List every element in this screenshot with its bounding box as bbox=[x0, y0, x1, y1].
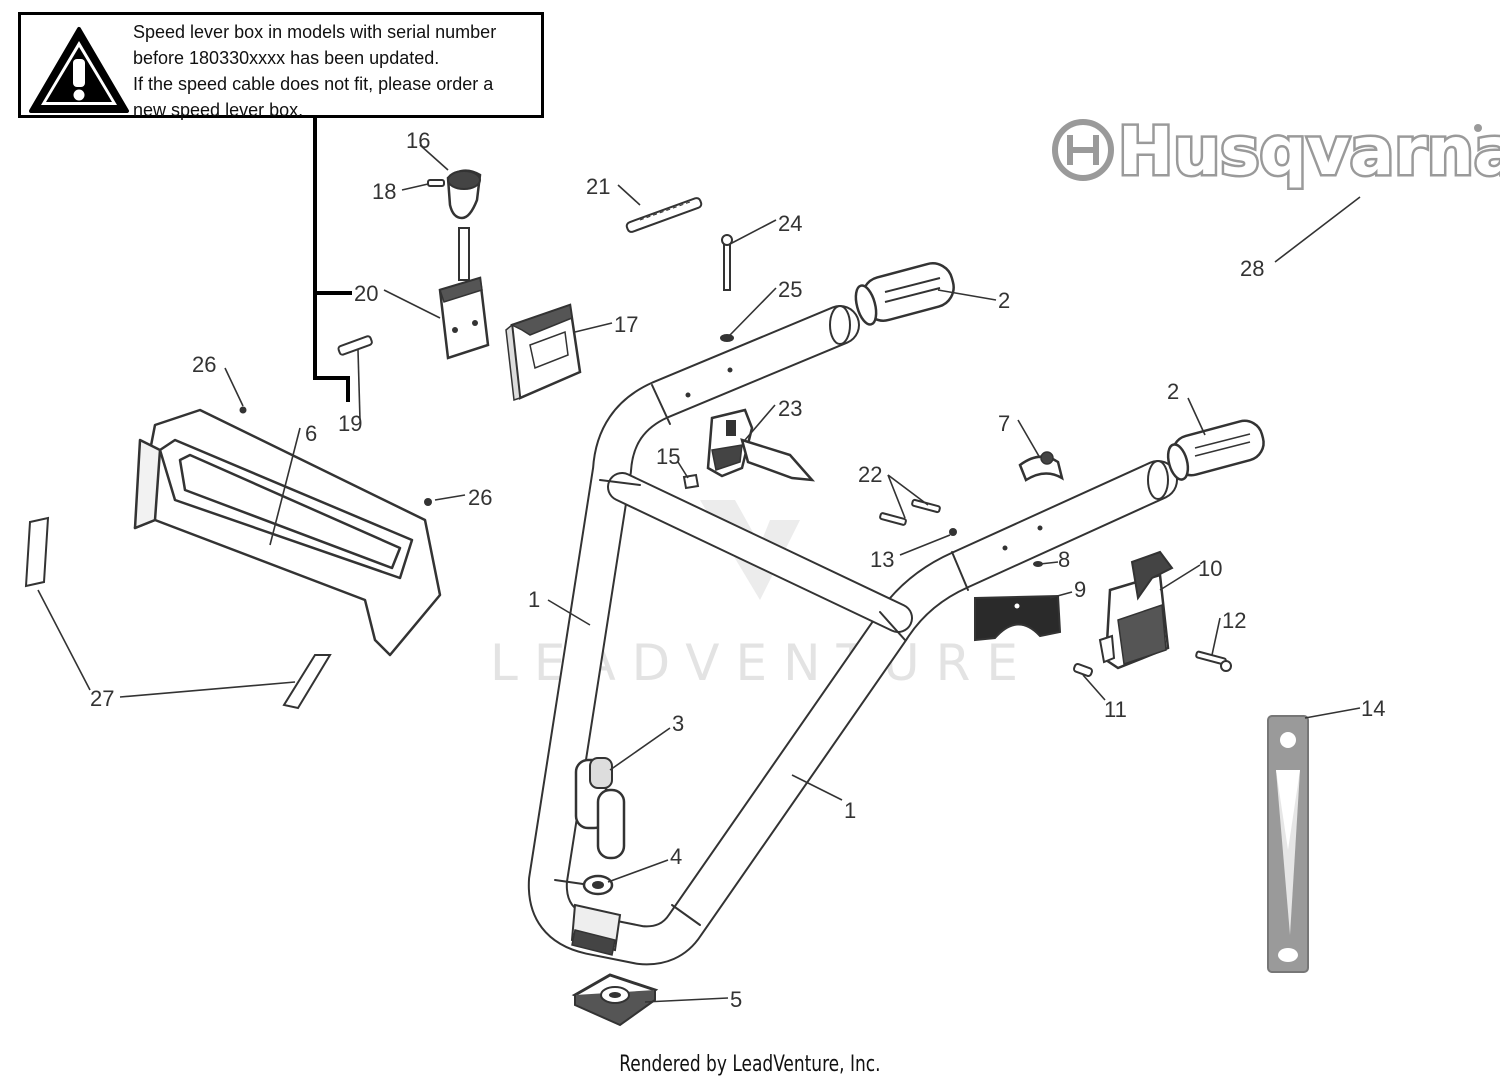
warning-box: Speed lever box in models with serial nu… bbox=[18, 12, 544, 120]
part-10-throttle-control bbox=[1098, 550, 1174, 670]
callouts: 1 1 2 2 3 4 5 6 7 8 9 10 11 12 13 14 15 … bbox=[90, 128, 1385, 1012]
callout-5: 5 bbox=[730, 987, 742, 1012]
part-17-housing bbox=[505, 303, 582, 402]
part-7-clamp bbox=[1018, 451, 1064, 482]
warning-line: Speed lever box in models with serial nu… bbox=[133, 22, 497, 42]
grip-left bbox=[854, 262, 955, 326]
callout-19: 19 bbox=[338, 411, 362, 436]
part-6-panel-cover bbox=[133, 408, 442, 657]
part-4-washer bbox=[582, 874, 614, 896]
callout-1-right: 1 bbox=[844, 798, 856, 823]
warning-line: new speed lever box. bbox=[133, 100, 304, 120]
part-11-pin bbox=[1073, 663, 1093, 677]
footer-text: Rendered by LeadVenture, Inc. bbox=[619, 1052, 881, 1077]
part-23-brake-lever bbox=[706, 408, 816, 482]
callout-24: 24 bbox=[778, 211, 802, 236]
callout-28: 28 bbox=[1240, 256, 1264, 281]
callout-20: 20 bbox=[354, 281, 378, 306]
callout-21: 21 bbox=[586, 174, 610, 199]
footer-credit: Rendered by LeadVenture, Inc. bbox=[0, 1052, 1500, 1077]
callout-7: 7 bbox=[998, 411, 1010, 436]
part-5-base-plate bbox=[571, 973, 659, 1027]
part-27-decal-b bbox=[282, 654, 332, 710]
warning-text: Speed lever box in models with serial nu… bbox=[133, 19, 545, 123]
warning-line: If the speed cable does not fit, please … bbox=[133, 74, 494, 94]
logo-text: Husqvarna bbox=[1118, 113, 1500, 190]
callout-26-right: 26 bbox=[468, 485, 492, 510]
callout-1-left: 1 bbox=[528, 587, 540, 612]
callout-15: 15 bbox=[656, 444, 680, 469]
part-18-pin bbox=[427, 179, 445, 187]
part-27-decal-a bbox=[24, 516, 50, 588]
callout-18: 18 bbox=[372, 179, 396, 204]
part-21-decal bbox=[625, 197, 703, 233]
part-19-stud bbox=[337, 335, 373, 356]
callout-4: 4 bbox=[670, 844, 682, 869]
part-16-knob bbox=[446, 169, 482, 220]
callout-26-top: 26 bbox=[192, 352, 216, 377]
callout-9: 9 bbox=[1074, 577, 1086, 602]
callout-22: 22 bbox=[858, 462, 882, 487]
part-14-speed-decal bbox=[1267, 715, 1309, 973]
callout-12: 12 bbox=[1222, 608, 1246, 633]
callout-17: 17 bbox=[614, 312, 638, 337]
warning-connector bbox=[313, 118, 352, 402]
warning-line: before 180330xxxx has been updated. bbox=[133, 48, 440, 68]
warning-triangle-icon bbox=[29, 27, 129, 113]
callout-13: 13 bbox=[870, 547, 894, 572]
callout-10: 10 bbox=[1198, 556, 1222, 581]
callout-3: 3 bbox=[672, 711, 684, 736]
part-26-screw-a bbox=[239, 406, 247, 414]
callout-25: 25 bbox=[778, 277, 802, 302]
husqvarna-logo: Husqvarna bbox=[1052, 111, 1500, 193]
callout-2-right: 2 bbox=[1167, 379, 1179, 404]
part-3-handle bbox=[574, 757, 626, 860]
callout-11: 11 bbox=[1104, 697, 1127, 722]
callout-16: 16 bbox=[406, 128, 430, 153]
callout-2-left: 2 bbox=[998, 288, 1010, 313]
part-8-nut bbox=[1033, 561, 1043, 567]
callout-8: 8 bbox=[1058, 547, 1070, 572]
grip-right bbox=[1166, 419, 1265, 481]
callout-27: 27 bbox=[90, 686, 114, 711]
part-25-nut bbox=[720, 334, 734, 342]
tube-bottom-mount bbox=[570, 903, 622, 956]
part-12-bolt bbox=[1195, 650, 1232, 672]
part-26-screw-b bbox=[424, 498, 432, 506]
part-20-lever-box bbox=[438, 227, 490, 360]
part-13-nut bbox=[949, 528, 957, 536]
part-15-nut bbox=[682, 473, 700, 490]
leader-lines bbox=[37, 144, 1361, 1003]
callout-14: 14 bbox=[1361, 696, 1385, 721]
callout-6: 6 bbox=[305, 421, 317, 446]
handlebar-frame bbox=[527, 305, 1178, 966]
callout-23: 23 bbox=[778, 396, 802, 421]
part-22-bolts bbox=[879, 498, 941, 526]
part-24-bolt bbox=[721, 234, 733, 291]
part-9-bracket-plate bbox=[974, 594, 1062, 642]
